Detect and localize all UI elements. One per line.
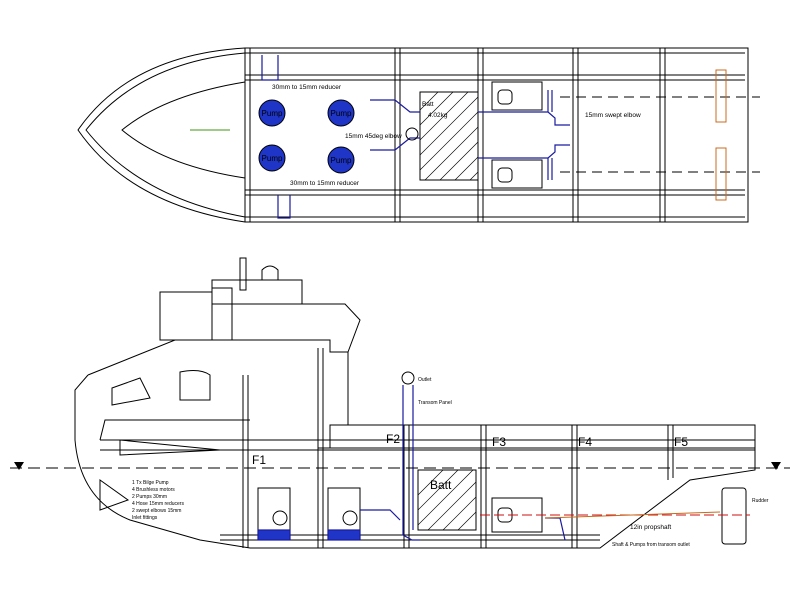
plan-hull-inner: [85, 52, 745, 218]
swept-elbow-label: 15mm swept elbow: [585, 112, 641, 119]
plan-batt-weight: 4.02kg: [428, 112, 448, 119]
note-line: Inlet fittings: [132, 515, 158, 521]
profile-batt-label: Batt: [430, 478, 452, 492]
deck-label: Transom Panel: [418, 400, 452, 406]
elbow-label: 15mm 45deg elbow: [345, 133, 402, 140]
pump-label: Pump: [262, 154, 283, 163]
cabin-outline: [87, 339, 349, 425]
profile-pump: [257, 487, 291, 531]
note-line: 2 swept elbows 15mm: [132, 508, 181, 514]
frame-label-f5: F5: [674, 435, 688, 449]
pump-icon: [258, 99, 286, 127]
footer-note: Shaft & Pumps from transom outlet: [612, 542, 690, 548]
propshaft-label: 12in propshaft: [630, 524, 671, 531]
plan-batt-label: Batt: [422, 101, 434, 108]
profile-rudder: [721, 487, 747, 545]
radar-dome: [261, 265, 279, 281]
note-line: 4 Hose 15mm reducers: [132, 501, 184, 507]
reducer-top-label: 30mm to 15mm reducer: [272, 84, 342, 91]
mast: [239, 257, 247, 291]
pump-icon: [327, 99, 355, 127]
note-line: 4 Brushless motors: [132, 487, 175, 493]
notes-block: 1 Tx Bilge Pump 4 Brushless motors 2 Pum…: [132, 480, 184, 521]
pump-label: Pump: [331, 156, 352, 165]
reducer-bottom-label: 30mm to 15mm reducer: [290, 180, 360, 187]
plan-view: [77, 47, 760, 223]
plan-elbow-circle: [405, 127, 419, 141]
pump-icon: [327, 146, 355, 174]
frame-label-f1: F1: [252, 453, 266, 467]
frame-label-f2: F2: [386, 432, 400, 446]
pump-label: Pump: [331, 109, 352, 118]
plan-battery: [419, 91, 479, 181]
plan-bow-inner: [121, 81, 246, 179]
plan-hull-outline: [77, 47, 749, 223]
plan-motor-bottom: [491, 159, 543, 189]
frame-label-f4: F4: [578, 435, 592, 449]
waterline-marker-left: [14, 462, 24, 470]
profile-pipes: [257, 385, 566, 541]
frame-label-f3: F3: [492, 435, 506, 449]
plan-rudder-bottom: [715, 147, 727, 201]
profile-pump: [327, 487, 361, 531]
note-line: 2 Pumps 30mm: [132, 494, 167, 500]
plan-rudder-top: [715, 69, 727, 123]
pump-icon: [258, 144, 286, 172]
outlet-fitting: [401, 371, 415, 385]
plan-motor-top: [491, 81, 543, 111]
outlet-label: Outlet: [418, 377, 432, 383]
plan-pipes: [190, 55, 570, 219]
profile-hull: [74, 374, 756, 549]
plan-pumps: Pump Pump Pump Pump: [258, 99, 355, 174]
rudder-label: Rudder: [752, 498, 769, 504]
note-line: 1 Tx Bilge Pump: [132, 480, 169, 486]
waterline-marker-right: [771, 462, 781, 470]
profile-battery: [417, 469, 477, 531]
pump-label: Pump: [262, 109, 283, 118]
